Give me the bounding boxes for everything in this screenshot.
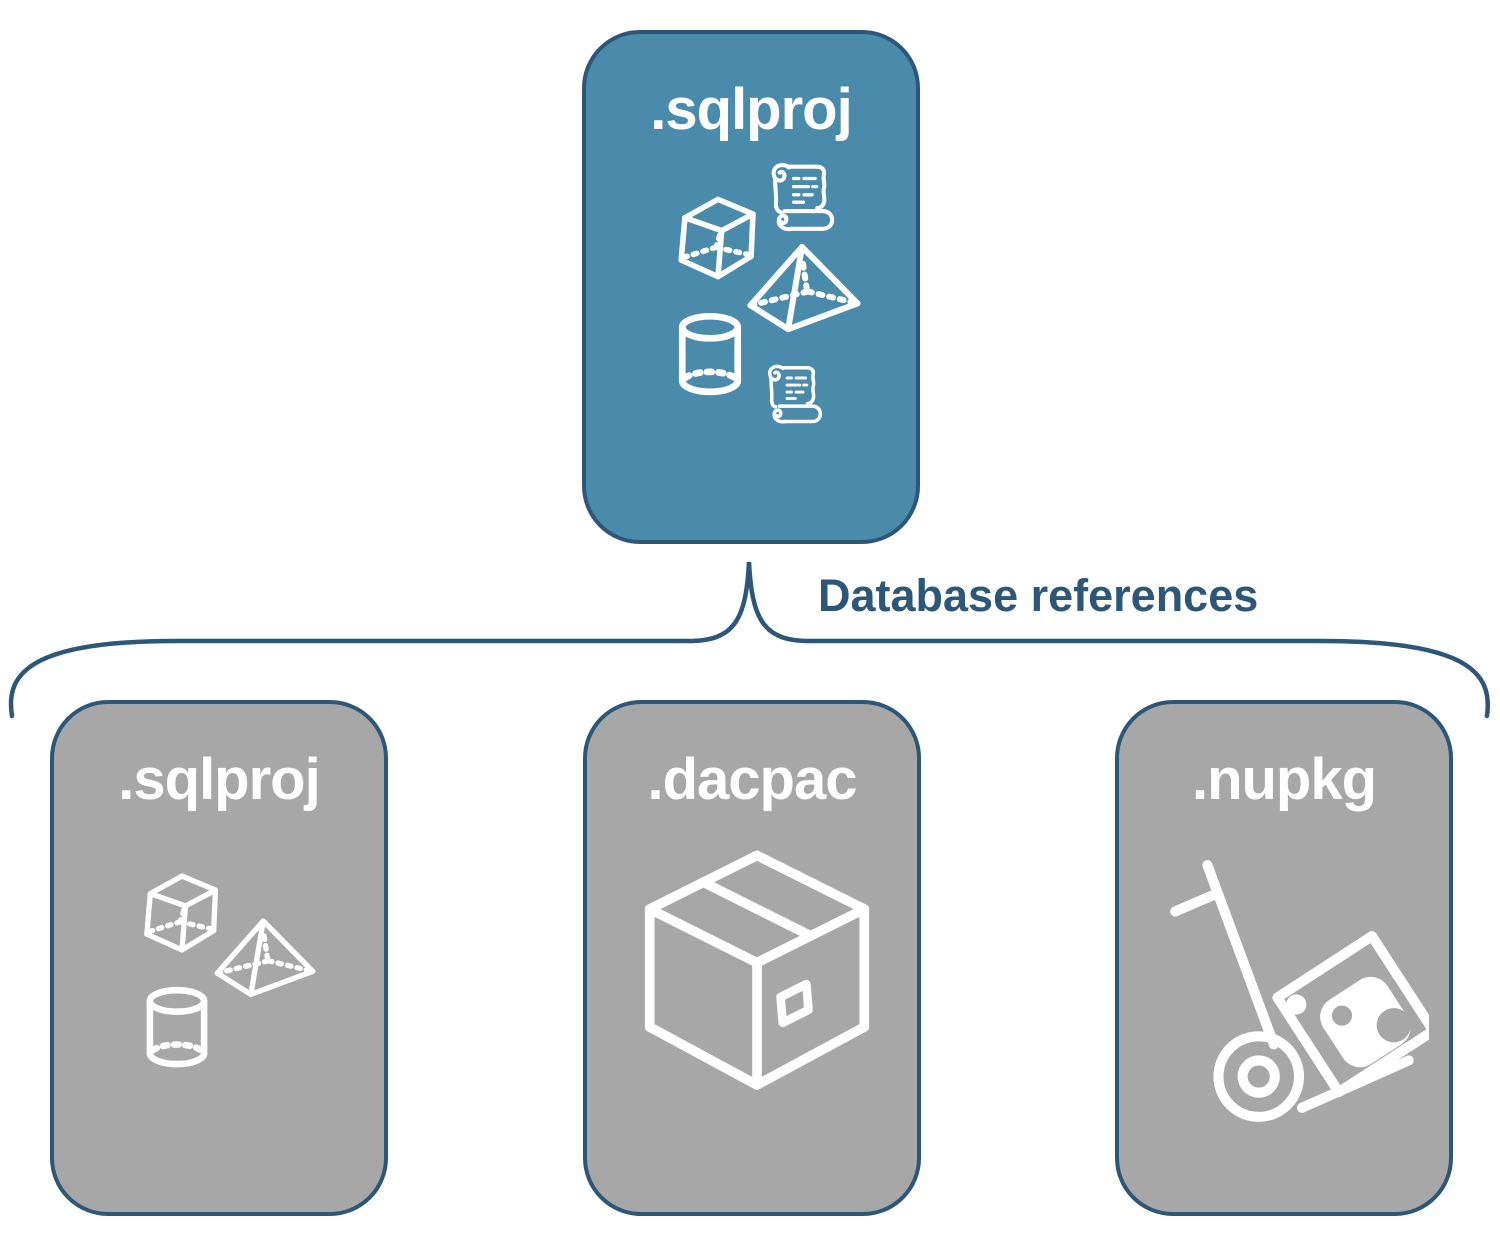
node-child-nupkg: .nupkg: [1115, 700, 1453, 1216]
node-child-sqlproj: .sqlproj: [50, 700, 388, 1216]
cylinder-icon: [146, 986, 208, 1068]
cube-icon: [144, 873, 219, 953]
connector-label: Database references: [818, 570, 1259, 621]
pyramid-icon: [214, 918, 316, 998]
hand-truck-package-icon: [1170, 860, 1429, 1122]
node-child-label: .nupkg: [1191, 747, 1377, 812]
scroll-icon: [771, 163, 835, 232]
pyramid-icon: [747, 243, 861, 333]
node-child-dacpac: .dacpac: [583, 700, 921, 1216]
node-child-label: .sqlproj: [118, 747, 320, 812]
cylinder-icon: [678, 312, 742, 396]
package-box-icon: [644, 850, 870, 1090]
node-root-label: .sqlproj: [650, 77, 852, 142]
node-child-label: .dacpac: [647, 747, 858, 812]
scroll-icon: [768, 364, 823, 424]
cube-icon: [678, 196, 756, 280]
node-root-sqlproj: .sqlproj: [582, 30, 920, 544]
